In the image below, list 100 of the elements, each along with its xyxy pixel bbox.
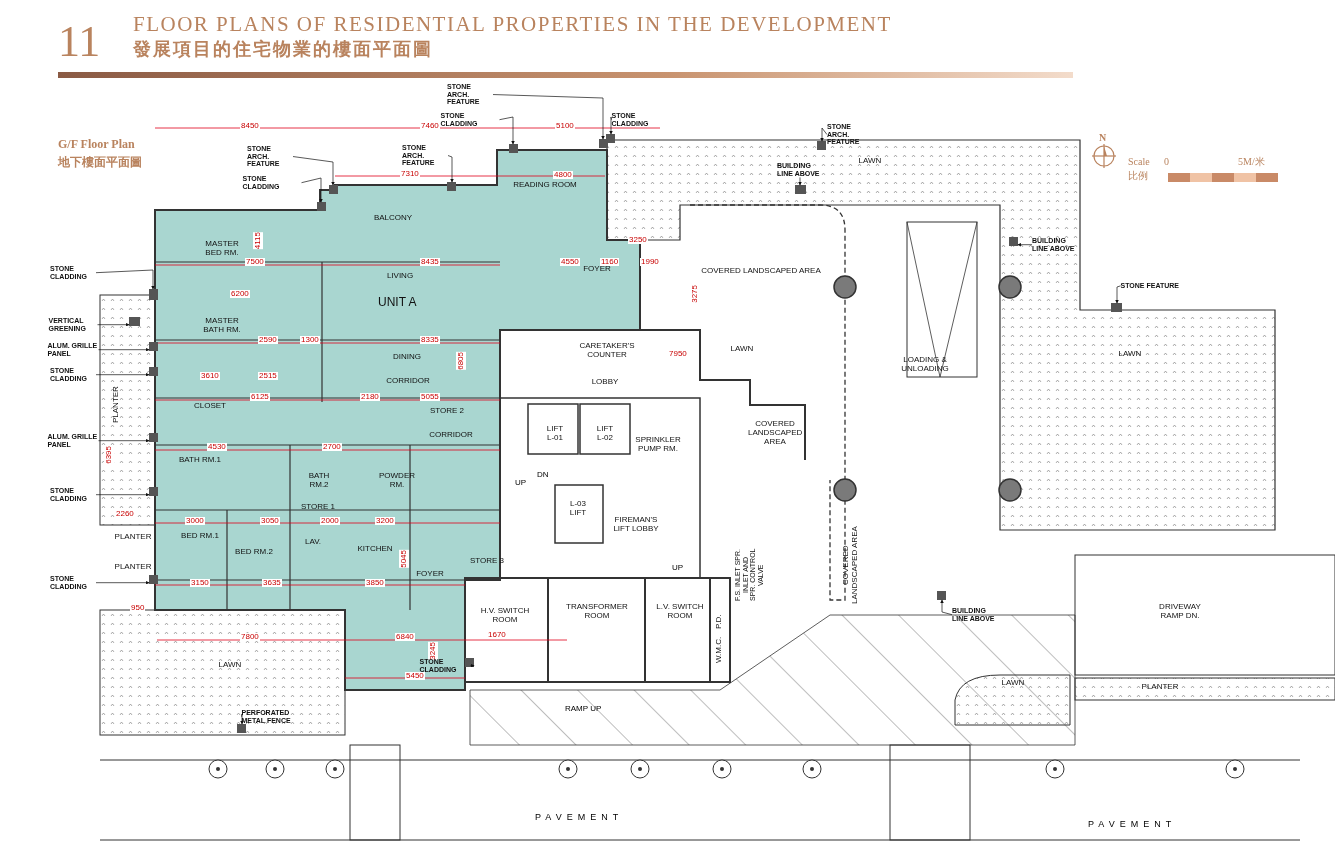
room-label: DRIVEWAY RAMP DN. <box>1150 603 1210 621</box>
pavement-label: PAVEMENT <box>1088 819 1177 829</box>
dimension-label: 7950 <box>668 350 688 358</box>
room-label: P.D. <box>715 611 724 631</box>
north-label: N <box>1099 133 1107 143</box>
room-label: PLANTER <box>112 378 121 432</box>
wall-segment <box>447 182 456 191</box>
dimension-label: 3245 <box>428 642 438 660</box>
dimension-label: 7460 <box>420 122 440 130</box>
room-label: COVERED LANDSCAPED AREA <box>842 524 860 606</box>
wall-segment <box>795 185 806 194</box>
dimension-label: 3000 <box>185 517 205 525</box>
dimension-label: 6805 <box>456 352 466 370</box>
room-label: L-02 <box>596 433 614 443</box>
dimension-label: 3610 <box>200 372 220 380</box>
room-label: STORE 1 <box>297 503 339 512</box>
room-label: COVERED LANDSCAPED AREA <box>748 420 802 447</box>
room-label: BATH RM.2 <box>303 472 335 490</box>
room-label: PLANTER <box>1137 683 1183 692</box>
room-label: LOADING & UNLOADING <box>898 356 952 374</box>
unit-label: UNIT A <box>378 295 417 309</box>
room-label: MASTER BED RM. <box>197 240 247 258</box>
dimension-label: 3275 <box>690 285 700 303</box>
plan-title: G/F Floor Plan <box>58 138 135 150</box>
room-label: BED RM.2 <box>231 548 277 557</box>
dimension-label: 2515 <box>258 372 278 380</box>
dimension-label: 8435 <box>420 258 440 266</box>
room-label: LAWN <box>854 157 886 166</box>
dimension-label: 950 <box>130 604 146 612</box>
dimension-label: 6840 <box>395 633 415 641</box>
dimension-label: 1990 <box>640 258 660 266</box>
room-label: LIFT <box>595 425 615 434</box>
room-label: FOYER <box>412 570 448 579</box>
dimension-label: 3200 <box>375 517 395 525</box>
heading: FLOOR PLANS OF RESIDENTIAL PROPERTIES IN THE DEVELOPMENT <box>133 14 892 35</box>
room-label: SPRINKLER PUMP RM. <box>633 436 683 454</box>
dimension-label: 8450 <box>240 122 260 130</box>
scale-tick-label: 5M/米 <box>1238 157 1265 167</box>
room-label: PLANTER <box>110 533 156 542</box>
dimension-label: 3635 <box>262 579 282 587</box>
dimension-label: 6395 <box>104 446 114 464</box>
dimension-label: 5045 <box>399 550 409 568</box>
room-label: STORE 2 <box>425 407 469 416</box>
dimension-label: 5450 <box>405 672 425 680</box>
wall-segment <box>129 317 140 326</box>
room-label: LIFT <box>568 508 588 518</box>
wall-segment <box>149 487 158 496</box>
dimension-label: 1670 <box>487 631 507 639</box>
room-label: TRANSFORMER ROOM <box>559 603 635 621</box>
dimension-label: 6125 <box>250 393 270 401</box>
room-label: LAWN <box>1114 350 1146 359</box>
wall-segment <box>149 433 158 442</box>
wall-segment <box>606 134 615 143</box>
room-label: CORRIDOR <box>425 431 477 440</box>
room-label: W.M.C. <box>715 631 724 669</box>
room-label: CLOSET <box>189 402 231 411</box>
dimension-label: 3250 <box>628 236 648 244</box>
wall-segment <box>937 591 946 600</box>
room-label: LAWN <box>726 345 758 354</box>
room-label: BALCONY <box>370 214 416 223</box>
wall-segment <box>149 342 158 351</box>
section-number: 11 <box>58 20 101 64</box>
room-label: POWDER RM. <box>378 472 416 490</box>
dimension-label: 6200 <box>230 290 250 298</box>
plan-title: 地下樓面平面圖 <box>58 156 142 168</box>
dimension-label: 3150 <box>190 579 210 587</box>
wall-segment <box>237 724 246 733</box>
leader-line <box>470 663 475 668</box>
ramp-label: RAMP UP <box>565 704 602 713</box>
dimension-label: 5055 <box>420 393 440 401</box>
room-label: L-03 <box>569 500 587 509</box>
room-label: LAWN <box>997 679 1029 688</box>
room-label: H.V. SWITCH ROOM <box>475 607 535 625</box>
pavement-label: PAVEMENT <box>535 812 624 822</box>
wall-segment <box>1009 237 1018 246</box>
wall-segment <box>329 185 338 194</box>
room-label: PLANTER <box>110 563 156 572</box>
wall-segment <box>317 202 326 211</box>
subheading: 發展項目的住宅物業的樓面平面圖 <box>133 40 433 58</box>
wall-segment <box>149 289 158 300</box>
wall-segment <box>509 144 518 153</box>
wall-segment <box>817 141 826 150</box>
stair-direction-label: UP <box>672 563 684 572</box>
room-label: DINING <box>388 353 426 362</box>
dimension-label: 8335 <box>420 336 440 344</box>
room-label: CORRIDOR <box>382 377 434 386</box>
room-label: LIVING <box>379 272 421 281</box>
room-label: BED RM.1 <box>177 532 223 541</box>
dimension-label: 2590 <box>258 336 278 344</box>
room-label: LAV. <box>302 538 324 547</box>
wall-segment <box>149 367 158 376</box>
room-label: L-01 <box>546 433 564 443</box>
dimension-label: 7310 <box>400 170 420 178</box>
scale-tick-label: 0 <box>1164 157 1169 167</box>
scale-label: Scale <box>1128 157 1150 167</box>
room-label: MASTER BATH RM. <box>195 317 249 335</box>
room-label: BATH RM.1 <box>174 456 226 465</box>
room-label: LAWN <box>214 661 246 670</box>
dimension-label: 5100 <box>555 122 575 130</box>
dimension-label: 2260 <box>115 510 135 518</box>
